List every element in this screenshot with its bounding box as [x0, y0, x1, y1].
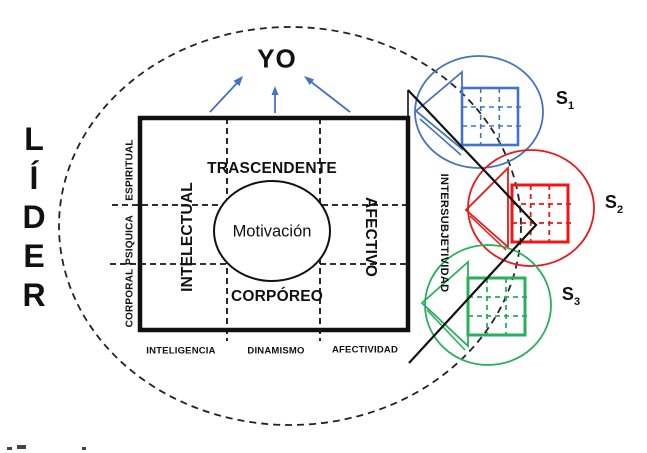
satellite-s1-label: S1 — [556, 88, 574, 112]
motivation-label: Motivación — [232, 222, 312, 241]
bottom-axis-afectividad: AFECTIVIDAD — [331, 344, 399, 356]
s1-square — [460, 86, 520, 147]
bottom-axis-dinamismo: DINAMISMO — [247, 345, 305, 357]
s2-square-grid — [512, 185, 571, 242]
s1-arrow-fold — [419, 118, 462, 156]
yo-arrows — [209, 76, 351, 113]
s1-circle — [414, 55, 544, 169]
satellite-s3 — [420, 244, 552, 366]
cropped-text-fragment — [17, 445, 26, 449]
s3-arrow-fold — [426, 309, 466, 351]
s1-arrow-triangle — [414, 70, 463, 151]
s3-square — [466, 276, 527, 337]
left-axis-espiritual: ESPIRITUAL — [124, 139, 136, 201]
satellite-s3-label: S3 — [562, 284, 580, 308]
s3-subscript: 3 — [573, 295, 581, 308]
s1-subscript: 1 — [567, 99, 575, 112]
left-axis-psiquica: PSIQUICA — [124, 215, 136, 265]
yo-arrowhead-right — [304, 76, 315, 85]
cropped-text-fragment — [7, 447, 12, 450]
matrix-left-label: INTELECTUAL — [179, 182, 196, 292]
leader-vertical-label: L Í D E R — [22, 121, 46, 313]
yo-arrowhead-left — [233, 76, 243, 87]
s3-letter: S — [561, 284, 574, 305]
s2-arrow-triangle — [464, 165, 509, 249]
s2-square — [510, 183, 570, 244]
s1-letter: S — [555, 88, 568, 109]
matrix-top-label: TRASCENDENTE — [207, 160, 337, 177]
matrix-box — [137, 115, 411, 333]
chevron-line — [407, 89, 538, 364]
s2-subscript: 2 — [616, 203, 624, 216]
satellite-s1 — [414, 55, 544, 169]
satellite-s2-label: S2 — [605, 192, 623, 216]
right-axis-intersubjetividad: INTERSUBJETIVIDAD — [438, 173, 450, 293]
s2-letter: S — [604, 192, 617, 213]
s2-arrow-fold — [469, 215, 507, 251]
cropped-text-fragment — [82, 447, 86, 450]
yo-arrow-left — [209, 81, 239, 113]
left-axis-corporal: CORPORAL — [124, 268, 136, 328]
leader-boundary-ellipse — [58, 26, 522, 426]
intersubjectivity-chevron — [407, 89, 538, 364]
matrix-right-label: AFECTIVO — [362, 197, 379, 277]
matrix-bottom-label: CORPÓREO — [230, 288, 324, 305]
s3-square-grid — [468, 278, 527, 335]
yo-label: YO — [257, 43, 297, 74]
yo-arrow-right — [309, 80, 351, 113]
bottom-axis-inteligencia: INTELIGENCIA — [146, 345, 216, 357]
s1-square-grid — [462, 88, 521, 145]
motivation-ellipse — [213, 180, 331, 282]
satellite-s2 — [464, 149, 595, 267]
yo-arrowhead-middle — [271, 86, 279, 95]
